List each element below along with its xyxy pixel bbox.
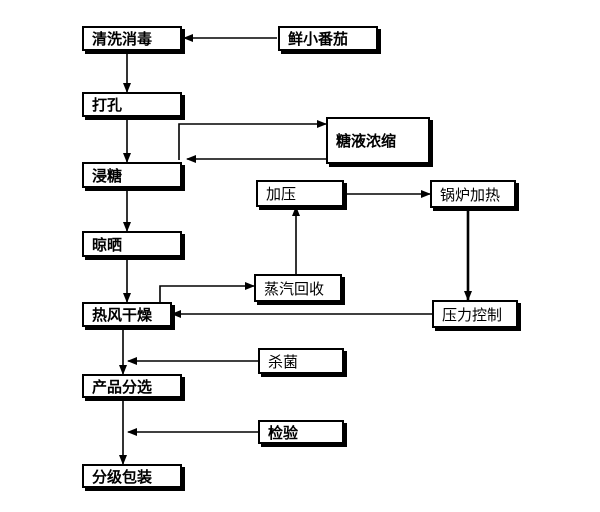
node-pressurize: 加压 (256, 180, 344, 207)
node-grading-packing: 分级包装 (82, 464, 182, 488)
node-tomato: 鲜小番茄 (278, 26, 378, 51)
node-steam-recovery: 蒸汽回收 (254, 274, 342, 302)
node-soak-sugar: 浸糖 (82, 162, 182, 188)
arrow-hotairdry-to-steam (159, 282, 255, 302)
node-syrup-concentrate: 糖液浓缩 (326, 117, 430, 164)
arrow-soak-to-syrup (178, 120, 327, 160)
node-wash: 清洗消毒 (82, 26, 182, 51)
node-hot-air-dry: 热风干燥 (82, 302, 172, 327)
node-pressure-control: 压力控制 (432, 300, 518, 328)
node-sterilize: 杀菌 (258, 348, 344, 374)
node-sorting: 产品分选 (82, 374, 182, 398)
node-pierce: 打孔 (82, 92, 182, 117)
node-air-dry: 晾晒 (82, 231, 182, 257)
node-inspection: 检验 (258, 420, 344, 444)
node-boiler-heat: 锅炉加热 (430, 180, 516, 208)
